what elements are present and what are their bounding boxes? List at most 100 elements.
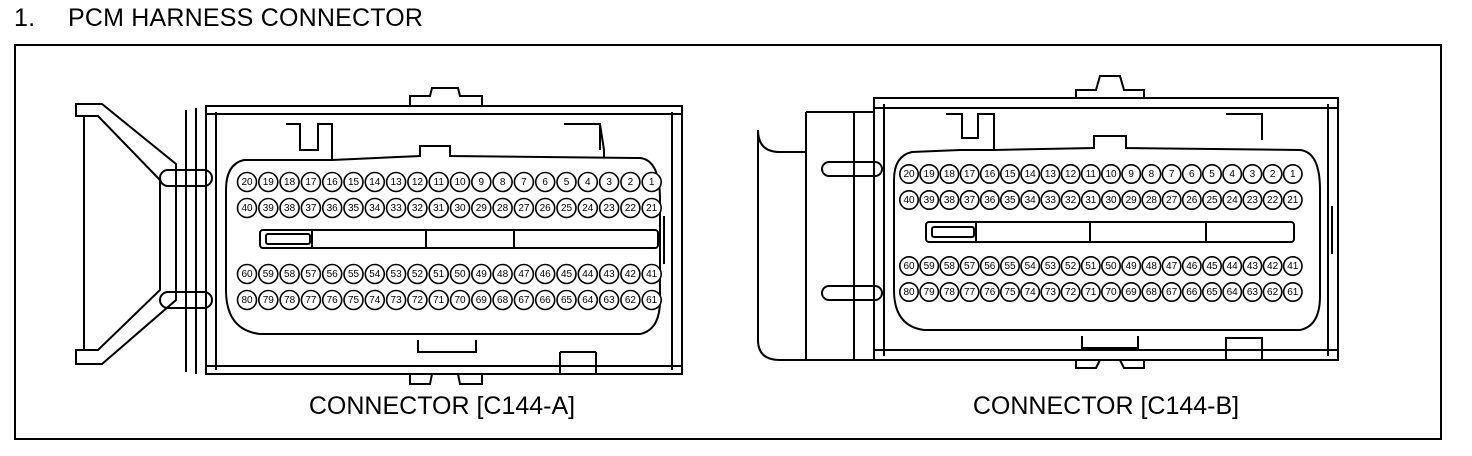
pin-number: 69 <box>1126 287 1138 298</box>
pin-circle <box>1020 164 1041 185</box>
connector-a-pin-11: 11 <box>428 171 450 193</box>
pin-number: 45 <box>561 269 573 280</box>
pin-circle <box>598 171 620 193</box>
pin-circle <box>1141 164 1162 185</box>
pin-circle <box>1222 255 1243 276</box>
connector-b-pin-4: 4 <box>1222 164 1243 185</box>
pin-circle <box>959 281 980 302</box>
pin-number: 17 <box>305 177 317 188</box>
connector-a-pin-9: 9 <box>470 171 492 193</box>
pin-number: 51 <box>1085 261 1097 272</box>
pin-number: 75 <box>1004 287 1016 298</box>
connector-a-pin-76: 76 <box>321 289 343 311</box>
pin-number: 12 <box>412 177 424 188</box>
pin-circle <box>939 164 960 185</box>
connector-b-housing <box>873 97 1339 361</box>
connector-a-pin-26: 26 <box>534 197 556 219</box>
connector-a-pin-67: 67 <box>513 289 535 311</box>
pin-circle <box>1262 190 1283 211</box>
pin-circle <box>1121 255 1142 276</box>
pin-number: 74 <box>369 295 381 306</box>
connector-b-pin-16: 16 <box>979 164 1000 185</box>
connector-b-pin-8: 8 <box>1141 164 1162 185</box>
pin-number: 53 <box>391 269 403 280</box>
connector-a-pin-39: 39 <box>257 197 279 219</box>
pin-circle <box>556 289 577 311</box>
pin-circle <box>577 263 599 285</box>
connector-a-pin-18: 18 <box>279 171 300 193</box>
pin-circle <box>1080 164 1101 185</box>
pin-circle <box>1282 255 1303 276</box>
pin-number: 58 <box>944 261 956 272</box>
pin-circle <box>279 197 300 219</box>
pin-number: 15 <box>1004 169 1016 180</box>
connector-b-pin-80: 80 <box>898 281 919 302</box>
pin-circle <box>1161 164 1182 185</box>
connector-a-pin-74: 74 <box>364 289 386 311</box>
pin-number: 41 <box>1287 261 1299 272</box>
pin-circle <box>470 171 492 193</box>
pin-circle <box>620 171 641 193</box>
pin-circle <box>1282 164 1303 185</box>
pin-number: 21 <box>646 203 658 214</box>
pin-number: 16 <box>327 177 339 188</box>
connector-a-pin-5: 5 <box>556 171 577 193</box>
pin-circle <box>343 197 364 219</box>
pin-number: 77 <box>305 295 317 306</box>
connector-a-pin-56: 56 <box>321 263 343 285</box>
connector-b-pin-47: 47 <box>1161 255 1182 276</box>
pin-circle <box>1020 190 1041 211</box>
pin-number: 3 <box>1250 169 1256 180</box>
connector-b-flange <box>757 112 807 361</box>
pin-circle <box>492 263 513 285</box>
connector-a-pin-46: 46 <box>534 263 556 285</box>
connector-a-pin-33: 33 <box>385 197 407 219</box>
connector-a-pin-53: 53 <box>385 263 407 285</box>
pin-number: 23 <box>1247 195 1259 206</box>
pin-circle <box>1161 255 1182 276</box>
pin-number: 31 <box>433 203 445 214</box>
pin-circle <box>1040 281 1061 302</box>
pin-number: 54 <box>369 269 381 280</box>
pin-number: 62 <box>1267 287 1279 298</box>
pin-circle <box>556 263 577 285</box>
pin-circle <box>321 171 343 193</box>
pin-circle <box>236 263 258 285</box>
pin-circle <box>279 289 300 311</box>
pin-circle <box>1101 255 1122 276</box>
pin-circle <box>1181 255 1202 276</box>
connector-b-pin-10: 10 <box>1101 164 1122 185</box>
pin-number: 70 <box>1105 287 1117 298</box>
pin-circle <box>577 197 599 219</box>
connector-b-pin-52: 52 <box>1060 255 1081 276</box>
pin-circle <box>999 164 1020 185</box>
pin-number: 77 <box>964 287 976 298</box>
connector-b-pin-11: 11 <box>1080 164 1101 185</box>
connector-a-pin-24: 24 <box>577 197 599 219</box>
pin-circle <box>343 263 364 285</box>
pin-circle <box>939 281 960 302</box>
pin-circle <box>898 164 919 185</box>
pin-number: 19 <box>924 169 936 180</box>
pin-number: 64 <box>582 295 594 306</box>
connector-a-latch-bracket <box>75 103 177 365</box>
connector-a-label: CONNECTOR [C144-A] <box>309 392 575 420</box>
pin-number: 50 <box>1105 261 1117 272</box>
connector-b-pin-53: 53 <box>1040 255 1061 276</box>
pin-number: 47 <box>1166 261 1178 272</box>
pin-number: 80 <box>241 295 253 306</box>
connector-a-pin-31: 31 <box>428 197 450 219</box>
connector-a-pin-body <box>225 145 661 335</box>
connector-b-pin-38: 38 <box>939 190 960 211</box>
pin-number: 24 <box>582 203 594 214</box>
pin-number: 26 <box>1186 195 1198 206</box>
pin-number: 29 <box>476 203 488 214</box>
pin-number: 59 <box>263 269 275 280</box>
pin-number: 71 <box>433 295 445 306</box>
connector-a-bottom-tab <box>409 373 483 385</box>
pin-number: 71 <box>1085 287 1097 298</box>
pin-circle <box>449 197 471 219</box>
pin-circle <box>257 289 279 311</box>
pin-circle <box>898 190 919 211</box>
pin-number: 79 <box>924 287 936 298</box>
